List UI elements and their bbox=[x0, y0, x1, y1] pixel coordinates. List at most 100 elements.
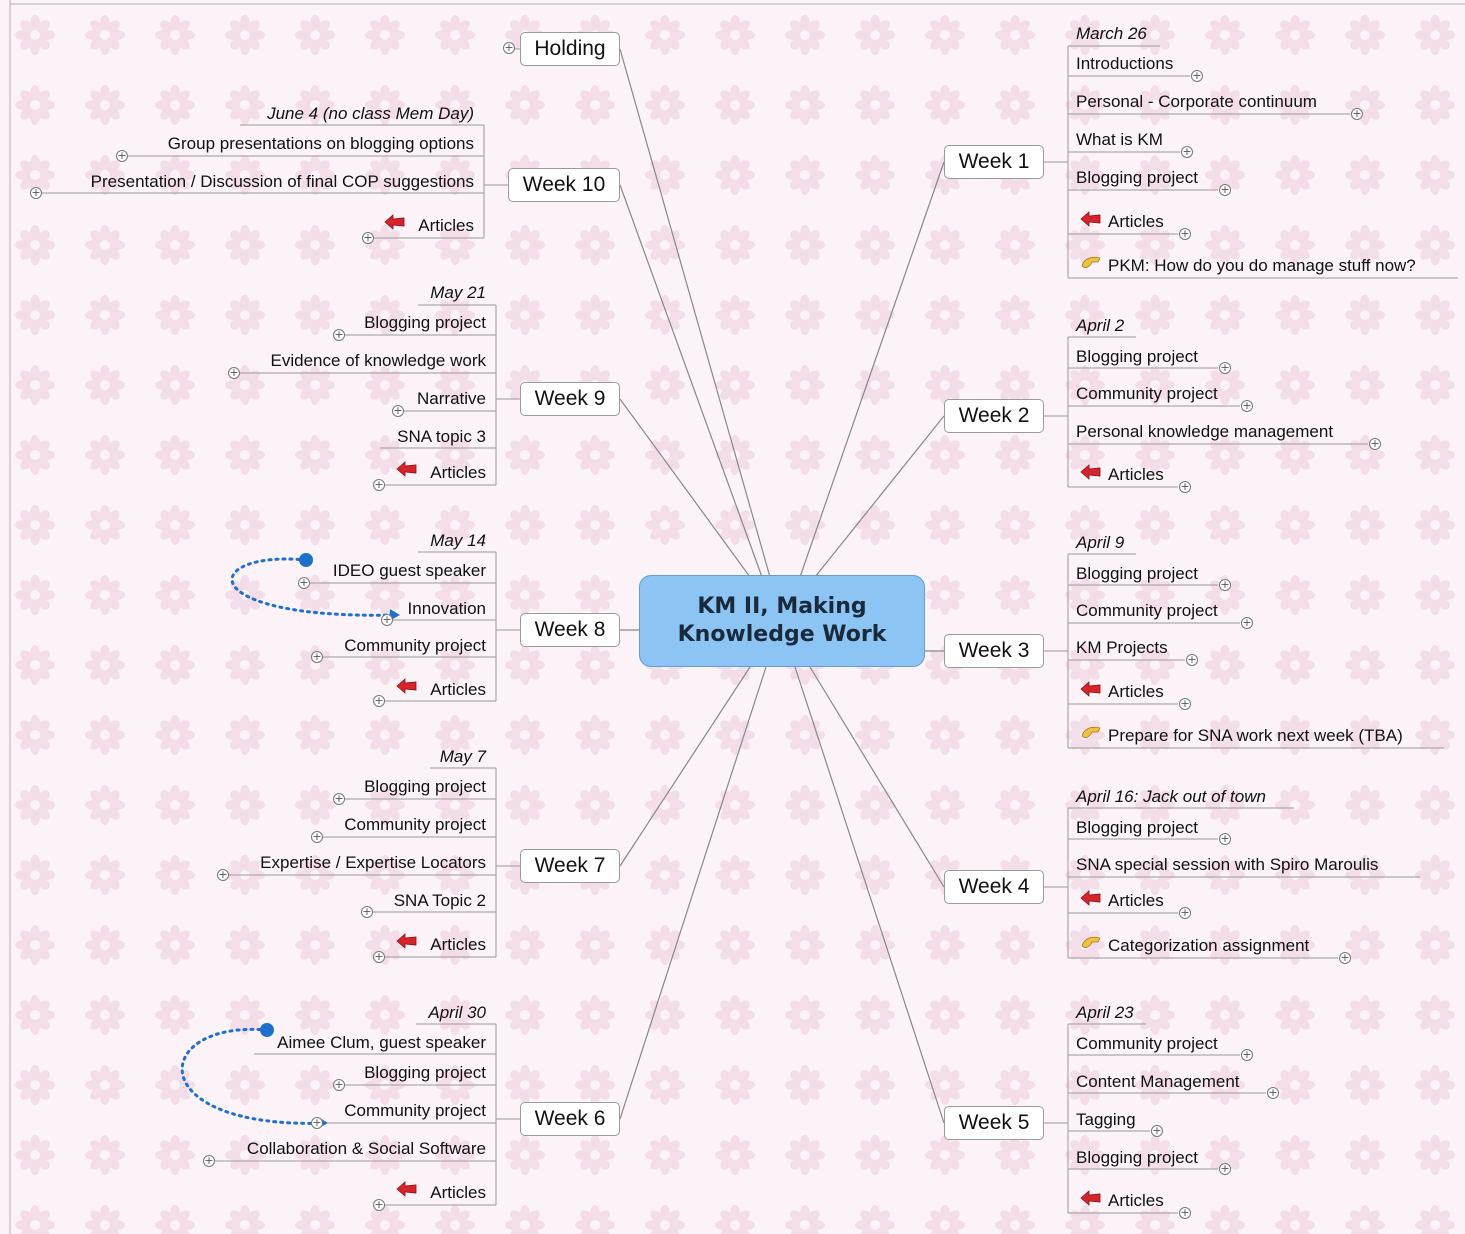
topic[interactable]: Blogging project bbox=[364, 777, 486, 796]
expand-icon[interactable]: + bbox=[311, 830, 323, 843]
node-week-3[interactable]: Week 3 bbox=[944, 634, 1044, 668]
topic-date[interactable]: April 30 bbox=[428, 1003, 486, 1022]
topic[interactable]: Prepare for SNA work next week (TBA) bbox=[1108, 726, 1403, 745]
topic[interactable]: Narrative bbox=[417, 389, 486, 408]
node-week-1[interactable]: Week 1 bbox=[944, 145, 1044, 179]
topic-date[interactable]: March 26 bbox=[1076, 24, 1147, 43]
expand-icon[interactable]: + bbox=[362, 231, 374, 244]
expand-icon[interactable]: + bbox=[1219, 361, 1231, 374]
topic-date[interactable]: April 16: Jack out of town bbox=[1076, 787, 1266, 806]
expand-icon[interactable]: + bbox=[1181, 145, 1193, 158]
topic[interactable]: Group presentations on blogging options bbox=[167, 134, 474, 153]
expand-icon[interactable]: + bbox=[1179, 906, 1191, 919]
node-week-10[interactable]: Week 10 bbox=[508, 168, 620, 202]
expand-icon[interactable]: + bbox=[392, 404, 404, 417]
topic[interactable]: Community project bbox=[344, 636, 486, 655]
expand-icon[interactable]: + bbox=[1219, 183, 1231, 196]
node-week-6[interactable]: Week 6 bbox=[520, 1102, 620, 1136]
topic[interactable]: Blogging project bbox=[1076, 1148, 1198, 1167]
topic[interactable]: Articles bbox=[430, 935, 486, 954]
topic[interactable]: Community project bbox=[1076, 1034, 1218, 1053]
topic[interactable]: SNA Topic 2 bbox=[393, 891, 486, 910]
expand-icon[interactable]: + bbox=[116, 149, 128, 162]
topic[interactable]: Community project bbox=[1076, 601, 1218, 620]
topic[interactable]: Articles bbox=[418, 216, 474, 235]
expand-icon[interactable]: + bbox=[298, 576, 310, 589]
expand-icon[interactable]: + bbox=[1369, 437, 1381, 450]
topic[interactable]: Personal - Corporate continuum bbox=[1076, 92, 1317, 111]
topic[interactable]: Blogging project bbox=[1076, 564, 1198, 583]
expand-icon[interactable]: + bbox=[503, 41, 515, 54]
topic[interactable]: Tagging bbox=[1076, 1110, 1136, 1129]
node-week-4[interactable]: Week 4 bbox=[944, 870, 1044, 904]
topic[interactable]: Innovation bbox=[407, 599, 486, 618]
topic[interactable]: Content Management bbox=[1076, 1072, 1240, 1091]
expand-icon[interactable]: + bbox=[1241, 616, 1253, 629]
expand-icon[interactable]: + bbox=[373, 1198, 385, 1211]
expand-icon[interactable]: + bbox=[1151, 1124, 1163, 1137]
topic-date[interactable]: May 7 bbox=[439, 747, 486, 766]
topic[interactable]: Community project bbox=[344, 815, 486, 834]
topic[interactable]: Blogging project bbox=[1076, 347, 1198, 366]
expand-icon[interactable]: + bbox=[1267, 1086, 1279, 1099]
topic[interactable]: Articles bbox=[1108, 465, 1164, 484]
topic[interactable]: SNA topic 3 bbox=[397, 427, 486, 446]
expand-icon[interactable]: + bbox=[1219, 1162, 1231, 1175]
expand-icon[interactable]: + bbox=[373, 478, 385, 491]
expand-icon[interactable]: + bbox=[1219, 578, 1231, 591]
topic[interactable]: Presentation / Discussion of final COP s… bbox=[90, 172, 474, 191]
expand-icon[interactable]: + bbox=[1179, 227, 1191, 240]
topic[interactable]: Blogging project bbox=[364, 313, 486, 332]
node-week-9[interactable]: Week 9 bbox=[520, 382, 620, 416]
topic[interactable]: SNA special session with Spiro Maroulis bbox=[1076, 855, 1379, 874]
topic[interactable]: PKM: How do you do manage stuff now? bbox=[1108, 256, 1416, 275]
expand-icon[interactable]: + bbox=[1191, 69, 1203, 82]
topic[interactable]: KM Projects bbox=[1076, 638, 1168, 657]
topic[interactable]: Blogging project bbox=[1076, 168, 1198, 187]
node-week-2[interactable]: Week 2 bbox=[944, 399, 1044, 433]
node-holding[interactable]: Holding bbox=[520, 32, 620, 66]
expand-icon[interactable]: + bbox=[1179, 480, 1191, 493]
topic[interactable]: Categorization assignment bbox=[1108, 936, 1310, 955]
expand-icon[interactable]: + bbox=[361, 905, 373, 918]
expand-icon[interactable]: + bbox=[228, 366, 240, 379]
topic[interactable]: Aimee Clum, guest speaker bbox=[277, 1033, 486, 1052]
topic[interactable]: Personal knowledge management bbox=[1076, 422, 1334, 441]
topic[interactable]: Articles bbox=[430, 1183, 486, 1202]
topic[interactable]: Articles bbox=[1108, 212, 1164, 231]
topic[interactable]: What is KM bbox=[1076, 130, 1163, 149]
topic-date[interactable]: April 23 bbox=[1076, 1003, 1134, 1022]
topic[interactable]: IDEO guest speaker bbox=[332, 561, 486, 580]
expand-icon[interactable]: + bbox=[217, 868, 229, 881]
expand-icon[interactable]: + bbox=[1339, 951, 1351, 964]
expand-icon[interactable]: + bbox=[311, 1116, 323, 1129]
topic[interactable]: Articles bbox=[1108, 682, 1164, 701]
expand-icon[interactable]: + bbox=[1351, 107, 1363, 120]
topic[interactable]: Articles bbox=[430, 680, 486, 699]
topic[interactable]: Introductions bbox=[1076, 54, 1174, 73]
expand-icon[interactable]: + bbox=[381, 613, 393, 626]
node-week-8[interactable]: Week 8 bbox=[520, 613, 620, 647]
node-week-7[interactable]: Week 7 bbox=[520, 849, 620, 883]
topic[interactable]: Evidence of knowledge work bbox=[270, 351, 486, 370]
topic-date[interactable]: May 14 bbox=[430, 531, 486, 550]
topic-date[interactable]: June 4 (no class Mem Day) bbox=[267, 104, 474, 123]
topic-date[interactable]: May 21 bbox=[430, 283, 486, 302]
topic[interactable]: Articles bbox=[1108, 1191, 1164, 1210]
expand-icon[interactable]: + bbox=[1241, 399, 1253, 412]
expand-icon[interactable]: + bbox=[333, 1078, 345, 1091]
expand-icon[interactable]: + bbox=[30, 186, 42, 199]
expand-icon[interactable]: + bbox=[1241, 1048, 1253, 1061]
topic[interactable]: Collaboration & Social Software bbox=[246, 1139, 486, 1158]
topic[interactable]: Blogging project bbox=[364, 1063, 486, 1082]
expand-icon[interactable]: + bbox=[373, 694, 385, 707]
topic[interactable]: Expertise / Expertise Locators bbox=[260, 853, 486, 872]
topic-date[interactable]: April 2 bbox=[1076, 316, 1125, 335]
topic[interactable]: Community project bbox=[344, 1101, 486, 1120]
expand-icon[interactable]: + bbox=[1186, 653, 1198, 666]
expand-icon[interactable]: + bbox=[373, 950, 385, 963]
topic[interactable]: Articles bbox=[1108, 891, 1164, 910]
central-topic[interactable]: KM II, Making Knowledge Work bbox=[639, 575, 925, 667]
expand-icon[interactable]: + bbox=[333, 792, 345, 805]
topic[interactable]: Articles bbox=[430, 463, 486, 482]
